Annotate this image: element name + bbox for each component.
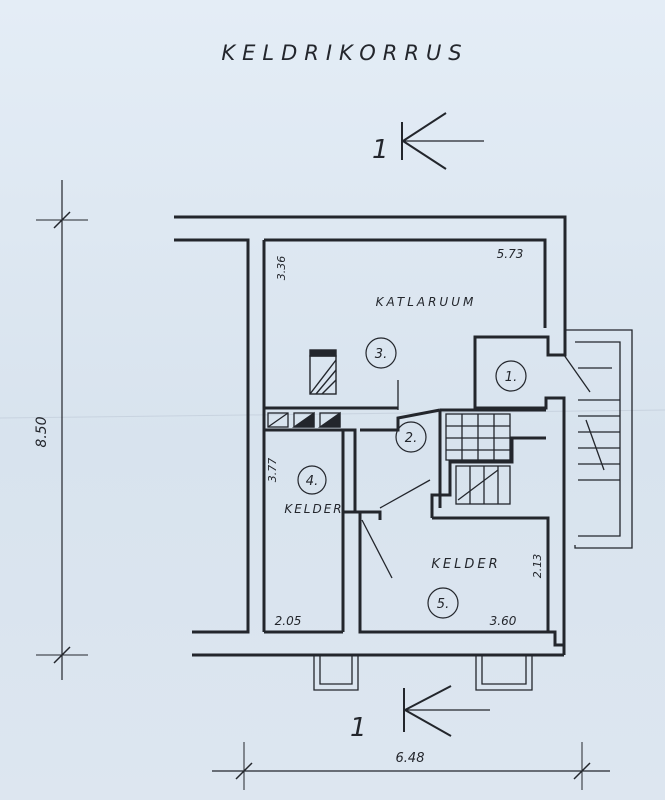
room-4-name: KELDER xyxy=(284,502,343,516)
room-3-width-dim: 5.73 xyxy=(497,247,524,261)
room-3-circle xyxy=(365,337,397,369)
room-4-height-dim: 3.77 xyxy=(266,458,279,483)
room-5-width-dim: 3.60 xyxy=(490,614,517,628)
exterior-stair xyxy=(565,329,633,549)
height-dimension-label: 8.50 xyxy=(34,416,50,447)
height-dimension: 8.50 xyxy=(34,180,88,680)
door-swings xyxy=(361,354,591,579)
room-4-width-dim: 2.05 xyxy=(275,614,302,628)
room-5-height-dim: 2.13 xyxy=(531,554,544,579)
width-dimension: 6.48 xyxy=(212,742,610,790)
outer-walls xyxy=(174,215,567,657)
paper-fold xyxy=(0,409,665,419)
room-3-name: KATLARUUM xyxy=(376,295,477,309)
room-5-circle xyxy=(427,587,459,619)
room-4-circle xyxy=(297,465,327,495)
room-3-height-dim: 3.36 xyxy=(275,256,288,281)
section-marker-top: 1 xyxy=(372,112,484,170)
width-dimension-label: 6.48 xyxy=(396,751,425,766)
room-4-number: 4. xyxy=(306,474,318,489)
section-marker-bottom-label: 1 xyxy=(350,713,367,743)
room-1-circle xyxy=(495,360,527,392)
room-1-number: 1. xyxy=(505,370,517,385)
room-2-number: 2. xyxy=(405,431,417,446)
interior-walls xyxy=(262,240,550,634)
plan-title: KELDRIKORRUS xyxy=(221,41,468,65)
room-3-number: 3. xyxy=(375,347,387,362)
room-2-circle xyxy=(395,421,427,453)
boiler-symbol xyxy=(309,349,337,395)
section-marker-top-label: 1 xyxy=(372,135,389,165)
section-marker-bottom: 1 xyxy=(350,685,490,743)
flue-row xyxy=(267,411,341,428)
windows xyxy=(313,655,533,691)
section-arrow-top xyxy=(402,112,447,142)
room-5-name: KELDER xyxy=(431,557,500,572)
room-5-number: 5. xyxy=(437,597,449,612)
staircase xyxy=(445,413,511,505)
